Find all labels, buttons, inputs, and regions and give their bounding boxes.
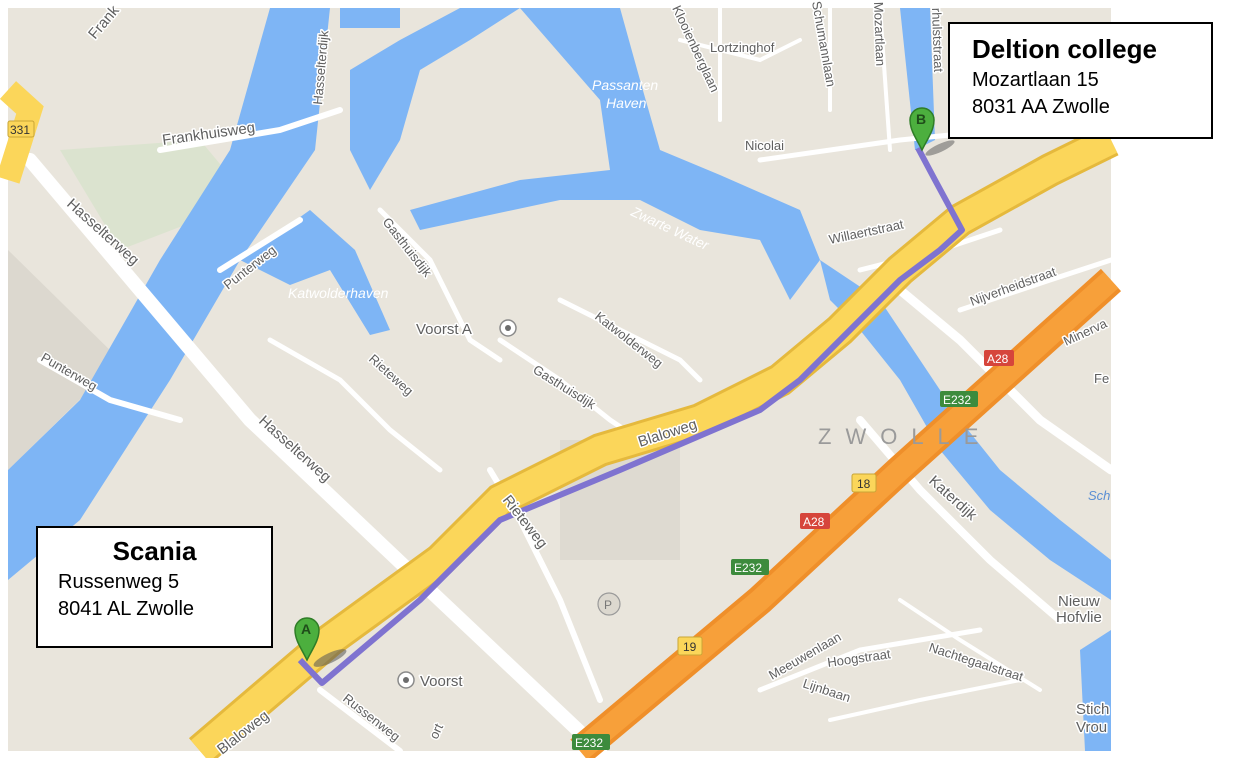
a28-shield-2-text: A28 (803, 515, 825, 529)
end-address-line2: 8031 AA Zwolle (972, 96, 1110, 118)
marker-b-pin[interactable]: B (909, 107, 956, 158)
end-location-callout: Deltion college Mozartlaan 15 8031 AA Zw… (948, 22, 1213, 139)
voorst-a-label: Voorst A (416, 321, 472, 338)
exit-18-shield (851, 473, 877, 493)
voorst-label: Voorst (420, 673, 463, 690)
route-line (297, 146, 965, 686)
exit-19-shield-text: 19 (683, 640, 697, 654)
passanten-haven-label-2: Haven (606, 95, 647, 111)
major-road-n331 (0, 81, 44, 184)
marker-a-pin[interactable]: A (294, 617, 348, 670)
start-address-line2: 8041 AL Zwolle (58, 598, 195, 620)
n331-shield-text: 331 (10, 123, 30, 137)
hulststraat-label: rhulststraat (929, 8, 946, 73)
start-location-callout: Scania Russenweg 5 8041 AL Zwolle (36, 526, 273, 648)
e232-shield-1 (940, 391, 978, 407)
nieuw-hofvliet-label-2: Hofvlie (1056, 609, 1102, 626)
a28-shield-1-text: A28 (987, 352, 1009, 366)
e232-shield-2-text: E232 (734, 561, 762, 575)
parking-icon[interactable] (597, 592, 621, 616)
a28-shield-2 (800, 513, 830, 529)
nicolai-label: Nicolai (745, 138, 784, 153)
start-address-line1: Russenweg 5 (58, 571, 180, 593)
e232-shield-2 (731, 559, 769, 575)
green-area (60, 140, 250, 250)
e232-shield-3-text: E232 (575, 736, 603, 750)
marker-a-letter: A (301, 621, 311, 637)
passanten-haven-label: Passanten (592, 77, 658, 93)
marker-b-letter: B (916, 111, 926, 127)
voorst-station-dot (403, 677, 409, 683)
sch-label: Sch (1088, 488, 1110, 503)
mozartlaan-label: Mozartlaan (871, 2, 888, 67)
zwolle-label: ZWOLLE (818, 424, 992, 449)
fe-label: Fe (1094, 371, 1109, 386)
end-location-name: Deltion college (972, 34, 1157, 64)
n331-shield (7, 120, 35, 138)
nieuw-hofvliet-label-1: Nieuw (1058, 593, 1100, 610)
exit-19-shield (677, 636, 703, 656)
start-location-name: Scania (112, 536, 197, 566)
major-road-blaloweg-fill (190, 127, 1118, 758)
e232-shield-3 (572, 734, 610, 750)
stich-label-2: Vrou (1076, 719, 1107, 736)
voorst-a-station-dot (505, 325, 511, 331)
road-shields: A28 A28 E232 E232 E232 18 19 331 (7, 120, 1014, 750)
katwolderhaven-label: Katwolderhaven (288, 285, 389, 301)
end-address-line1: Mozartlaan 15 (972, 69, 1099, 91)
parking-label: P (604, 598, 612, 612)
exit-18-shield-text: 18 (857, 477, 871, 491)
land-block (8, 250, 120, 470)
lortzinghof-label: Lortzinghof (710, 40, 775, 55)
stich-label-1: Stich (1076, 701, 1109, 718)
e232-shield-1-text: E232 (943, 393, 971, 407)
a28-shield-1 (984, 350, 1014, 366)
